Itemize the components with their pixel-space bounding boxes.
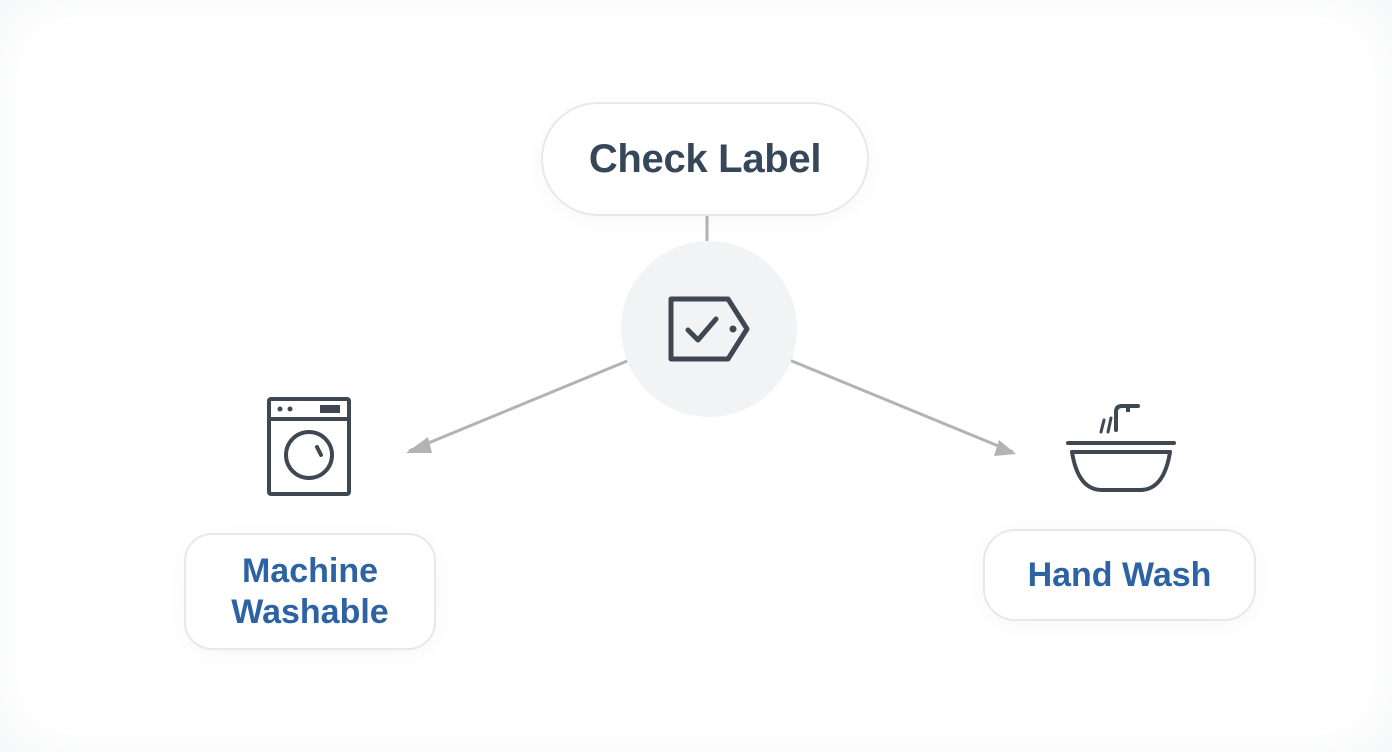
hand-wash-node: Hand Wash bbox=[983, 529, 1256, 621]
machine-washable-line2: Washable bbox=[231, 592, 389, 631]
arrowhead-hand-wash bbox=[994, 440, 1016, 456]
check-label-text: Check Label bbox=[588, 136, 822, 181]
hand-wash-text: Hand Wash bbox=[1027, 555, 1212, 594]
check-label-node: Check Label bbox=[541, 102, 869, 216]
machine-washable-node: Machine Washable bbox=[184, 533, 436, 650]
washing-machine-icon bbox=[262, 394, 356, 500]
connector-to-machine-washable bbox=[408, 357, 633, 453]
arrowhead-machine-washable bbox=[406, 437, 432, 453]
machine-washable-line1: Machine bbox=[241, 551, 379, 590]
tag-check-icon bbox=[668, 296, 750, 362]
tag-hub bbox=[621, 241, 797, 417]
wash-basin-icon bbox=[1058, 398, 1184, 498]
connector-to-hand-wash bbox=[786, 357, 1014, 454]
